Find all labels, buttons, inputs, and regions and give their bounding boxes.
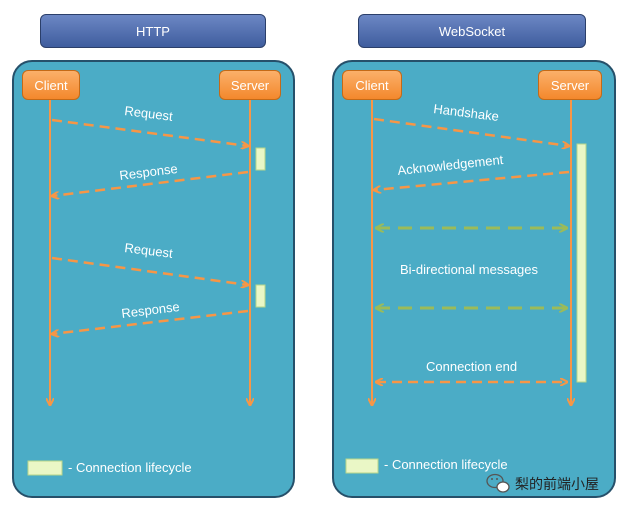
ws-ack-arrow — [374, 170, 570, 190]
http-response-label-1: Response — [119, 161, 179, 183]
wechat-icon — [486, 473, 510, 493]
ws-connection-end-label: Connection end — [426, 359, 517, 374]
ws-ack-label: Acknowledgement — [397, 152, 505, 178]
ws-legend-label: - Connection lifecycle — [384, 457, 508, 472]
http-response-label-2: Response — [121, 299, 181, 321]
http-request-arrow-1 — [51, 118, 248, 146]
ws-legend-swatch — [345, 458, 379, 474]
http-server-node: Server — [219, 70, 281, 100]
http-lifecycle-bar-2 — [255, 284, 266, 308]
ws-client-node: Client — [342, 70, 402, 100]
ws-handshake-label: Handshake — [433, 101, 500, 124]
http-request-label-2: Request — [124, 240, 174, 261]
websocket-title: WebSocket — [358, 14, 586, 48]
http-legend-swatch — [27, 460, 63, 476]
http-response-arrow-2 — [52, 309, 249, 334]
http-client-node: Client — [22, 70, 80, 100]
http-request-arrow-2 — [51, 256, 248, 285]
ws-bidirectional-label: Bi-directional messages — [400, 262, 539, 277]
http-legend-label: - Connection lifecycle — [68, 460, 192, 475]
ws-lifecycle-bar — [576, 143, 587, 383]
ws-handshake-arrow — [373, 117, 569, 146]
http-title: HTTP — [40, 14, 266, 48]
ws-server-node: Server — [538, 70, 602, 100]
http-response-arrow-1 — [52, 170, 249, 196]
http-lifecycle-bar-1 — [255, 147, 266, 171]
http-request-label-1: Request — [124, 103, 174, 124]
watermark-text: 梨的前端小屋 — [515, 477, 599, 493]
